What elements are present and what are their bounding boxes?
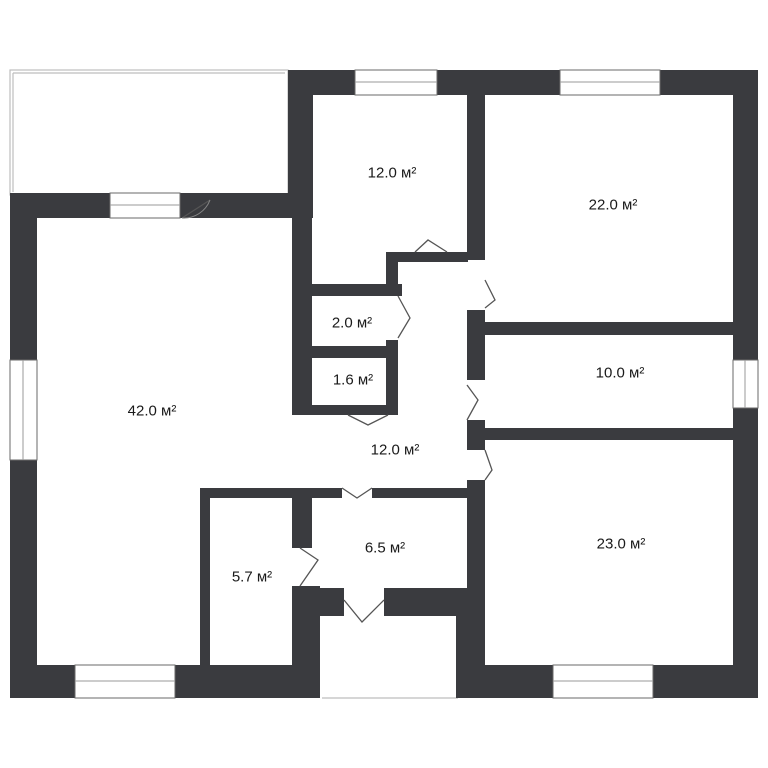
room-12-hall-area: 12.0 м²: [370, 441, 420, 459]
room-2-area: 2.0 м²: [331, 314, 373, 332]
windows: [9, 69, 759, 699]
room-23-area: 23.0 м²: [596, 535, 646, 553]
room-42-area: 42.0 м²: [127, 402, 177, 420]
room-1-6-area: 1.6 м²: [332, 371, 374, 389]
doors: [181, 199, 496, 623]
terrace-outline: [9, 69, 289, 196]
room-10-area: 10.0 м²: [595, 364, 645, 382]
room-12-top-area: 12.0 м²: [367, 164, 417, 182]
room-6-5-area: 6.5 м²: [364, 539, 406, 557]
room-22-area: 22.0 м²: [588, 196, 638, 214]
room-5-7-area: 5.7 м²: [231, 568, 273, 586]
